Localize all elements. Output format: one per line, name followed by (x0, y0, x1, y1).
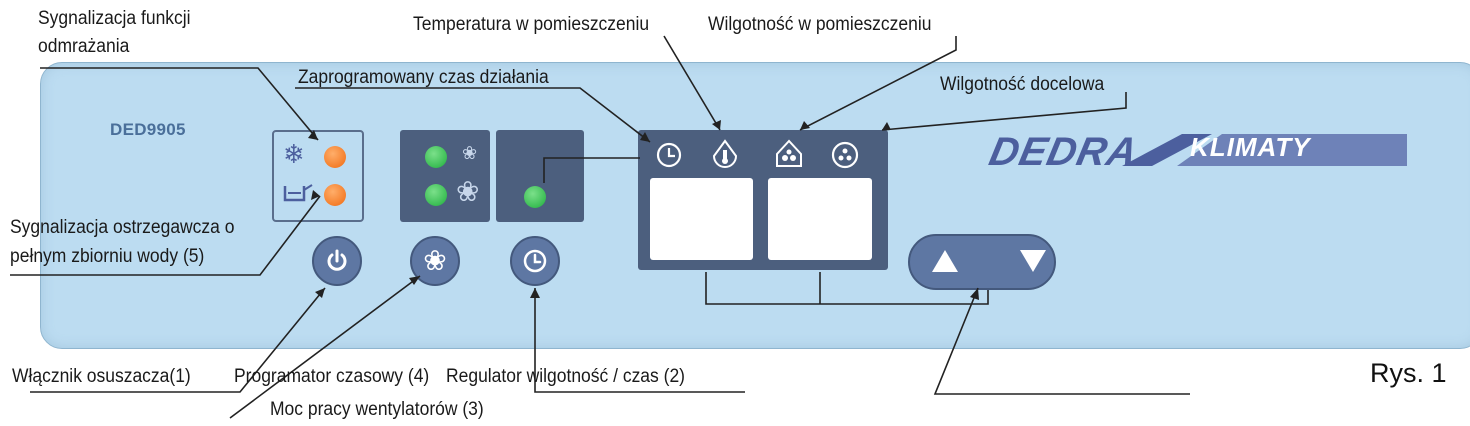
timer-led (524, 186, 546, 208)
fan-speed-block (400, 130, 490, 222)
snowflake-icon: ❄ (283, 139, 305, 169)
power-button[interactable] (312, 236, 362, 286)
indicator-frame (272, 130, 364, 222)
water-tank-icon (283, 184, 313, 202)
fan-high-led (425, 184, 447, 206)
humidity-screen (768, 178, 872, 260)
room-temp-label: Temperatura w pomieszczeniu (413, 14, 650, 35)
fan-icon: ❀ (423, 245, 447, 276)
brand-sub: KLIMATY (1190, 132, 1311, 162)
brand-swoosh (1122, 134, 1407, 166)
fan-power-label: Moc pracy wentylatorów (3) (270, 399, 484, 420)
timer-button[interactable] (510, 236, 560, 286)
humidity-drop-icon (776, 139, 802, 167)
defrost-led (324, 146, 346, 168)
humidity-time-regulator-label: Regulator wilgotność / czas (2) (446, 366, 685, 387)
model-label: DED9905 (110, 120, 186, 139)
fan-high-icon: ❀ (456, 176, 480, 207)
power-switch-label: Włącznik osuszacza(1) (12, 366, 191, 387)
defrost-label-line1: Sygnalizacja funkcji (38, 8, 191, 29)
thermometer-icon (712, 139, 738, 168)
arrow-up-icon[interactable] (930, 248, 960, 274)
target-humidity-label: Wilgotność docelowa (940, 74, 1105, 95)
fan-low-icon: ❀ (462, 143, 478, 163)
defrost-label-line2: odmrażania (38, 36, 130, 57)
programmed-time-label: Zaprogramowany czas działania (298, 67, 549, 88)
temperature-screen (650, 178, 753, 260)
tank-warning-line2: pełnym zbiorniu wody (5) (10, 246, 205, 267)
clock-icon (523, 249, 547, 273)
arrow-down-icon[interactable] (1018, 248, 1048, 274)
programmed-time-icon (656, 142, 682, 168)
target-humidity-icon (831, 141, 859, 169)
tank-full-led (324, 184, 346, 206)
tank-warning-line1: Sygnalizacja ostrzegawcza o (10, 217, 235, 238)
power-icon (327, 249, 347, 271)
fan-button[interactable]: ❀ (410, 236, 460, 286)
timer-label: Programator czasowy (4) (234, 366, 430, 387)
figure-label: Rys. 1 (1370, 358, 1447, 388)
room-humidity-label: Wilgotność w pomieszczeniu (708, 14, 932, 35)
fan-low-led (425, 146, 447, 168)
